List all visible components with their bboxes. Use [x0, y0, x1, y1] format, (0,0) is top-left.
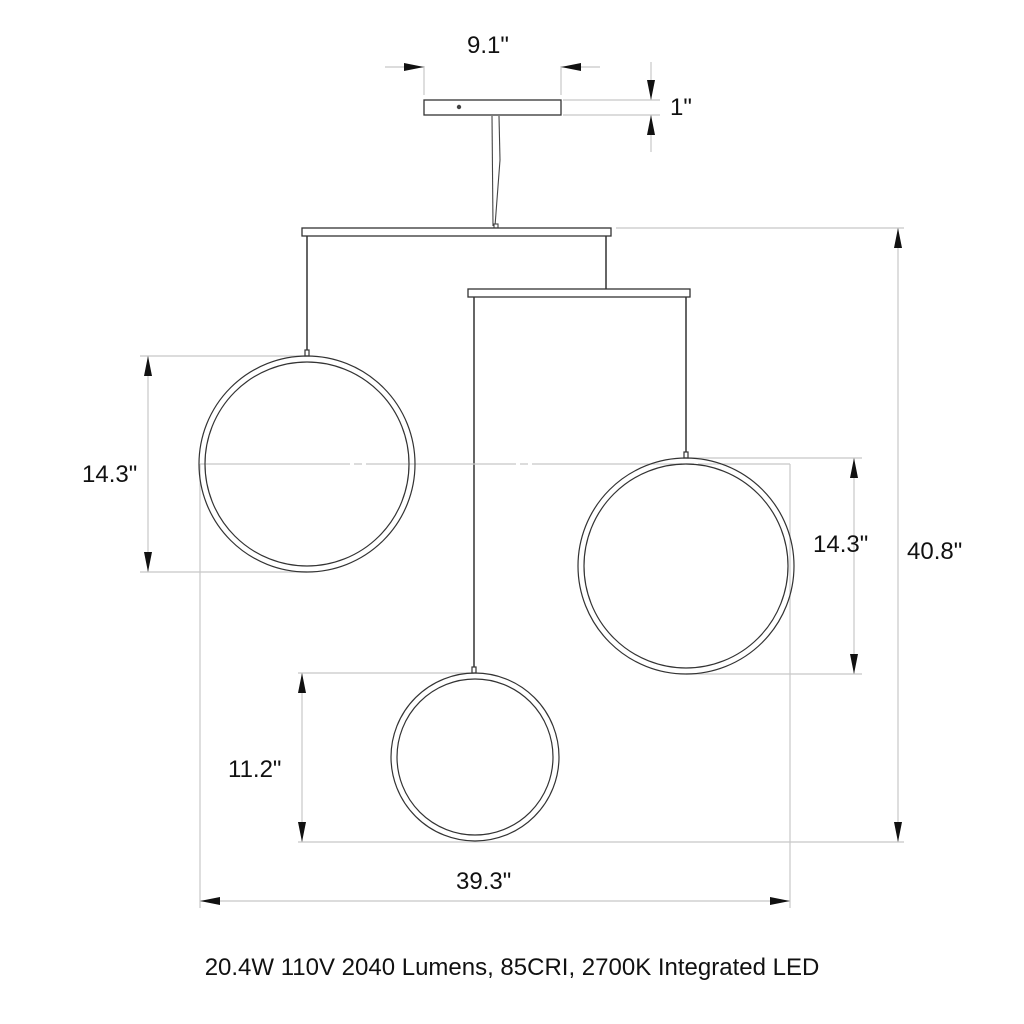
- canopy: [423, 99, 562, 116]
- canopy-width-label: 9.1": [467, 32, 509, 59]
- upper-bar: [301, 227, 612, 237]
- dimension-lines: [144, 62, 902, 905]
- bottom-ring-diameter-label: 11.2": [228, 756, 282, 783]
- right-ring: [577, 451, 795, 675]
- suspension-cord: [491, 115, 501, 229]
- left-ring: [198, 349, 416, 573]
- hanging-wires: [306, 236, 687, 669]
- right-ring-diameter-label: 14.3": [813, 531, 869, 558]
- specs-caption: 20.4W 110V 2040 Lumens, 85CRI, 2700K Int…: [204, 954, 820, 981]
- overall-height-label: 40.8": [907, 538, 963, 565]
- overall-width-label: 39.3": [456, 868, 512, 895]
- canopy-height-label: 1": [670, 94, 692, 121]
- lower-bar: [467, 288, 691, 298]
- bottom-ring: [390, 666, 560, 842]
- left-ring-diameter-label: 14.3": [82, 461, 138, 488]
